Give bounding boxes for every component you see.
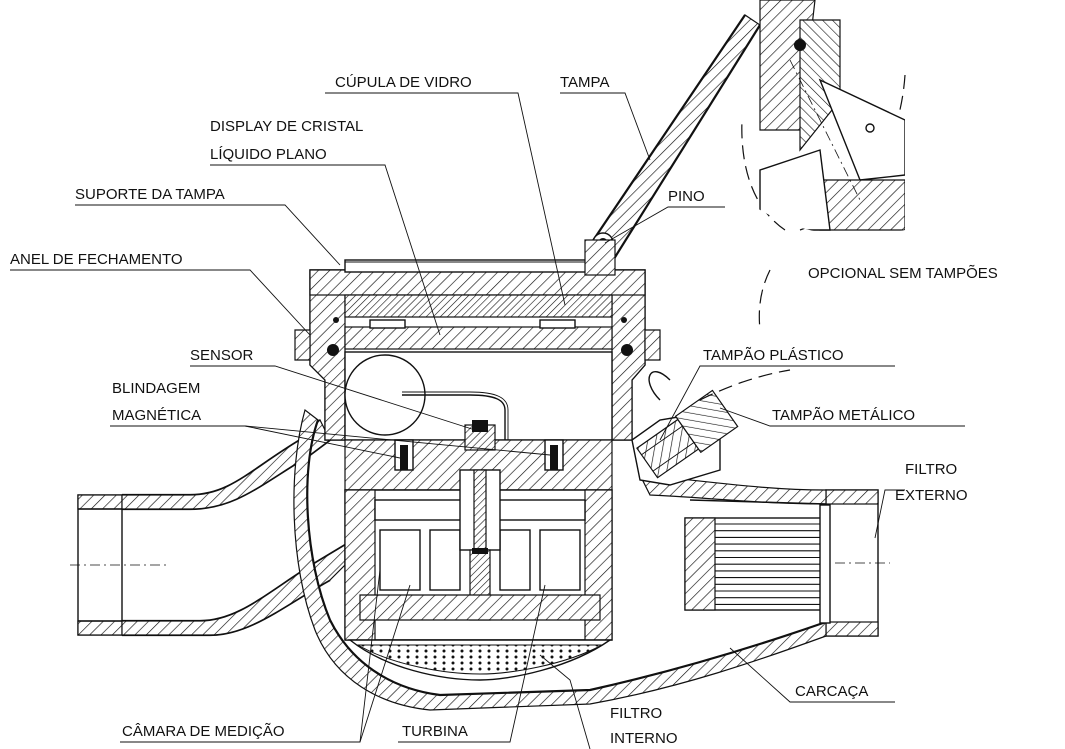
leader-lines bbox=[10, 92, 965, 749]
label-blindagem-line1: BLINDAGEM bbox=[112, 380, 200, 397]
label-carcaca: CARCAÇA bbox=[795, 683, 868, 700]
label-opcional: OPCIONAL SEM TAMPÕES bbox=[808, 265, 998, 282]
external-filter bbox=[684, 504, 831, 624]
label-cupula: CÚPULA DE VIDRO bbox=[335, 74, 472, 91]
label-sensor: SENSOR bbox=[190, 347, 254, 364]
side-caps bbox=[631, 371, 739, 486]
labels: CÚPULA DE VIDRO TAMPA DISPLAY DE CRISTAL… bbox=[10, 74, 998, 747]
label-filtro-externo-line1: FILTRO bbox=[905, 461, 957, 478]
label-turbina: TURBINA bbox=[402, 723, 468, 740]
label-pino: PINO bbox=[668, 188, 705, 205]
label-display-line1: DISPLAY DE CRISTAL bbox=[210, 118, 363, 135]
label-suporte: SUPORTE DA TAMPA bbox=[75, 186, 225, 203]
label-camara: CÂMARA DE MEDIÇÃO bbox=[122, 723, 285, 740]
label-filtro-interno-line2: INTERNO bbox=[610, 730, 678, 747]
label-filtro-externo-line2: EXTERNO bbox=[895, 487, 968, 504]
meter-housing bbox=[294, 259, 661, 491]
label-anel: ANEL DE FECHAMENTO bbox=[10, 251, 183, 268]
label-tampa: TAMPA bbox=[560, 74, 609, 91]
lid bbox=[584, 14, 761, 276]
label-tampao-plastico: TAMPÃO PLÁSTICO bbox=[703, 347, 844, 364]
label-blindagem-line2: MAGNÉTICA bbox=[112, 407, 201, 424]
detail-view bbox=[741, 0, 906, 331]
inlet-pipe bbox=[77, 418, 346, 637]
label-filtro-interno-line1: FILTRO bbox=[610, 705, 662, 722]
measuring-chamber bbox=[344, 469, 613, 681]
label-display-line2: LÍQUIDO PLANO bbox=[210, 146, 327, 163]
label-tampao-metalico: TAMPÃO METÁLICO bbox=[772, 407, 915, 424]
cap-hidden-line bbox=[699, 369, 791, 401]
body-carcaca bbox=[293, 408, 827, 711]
